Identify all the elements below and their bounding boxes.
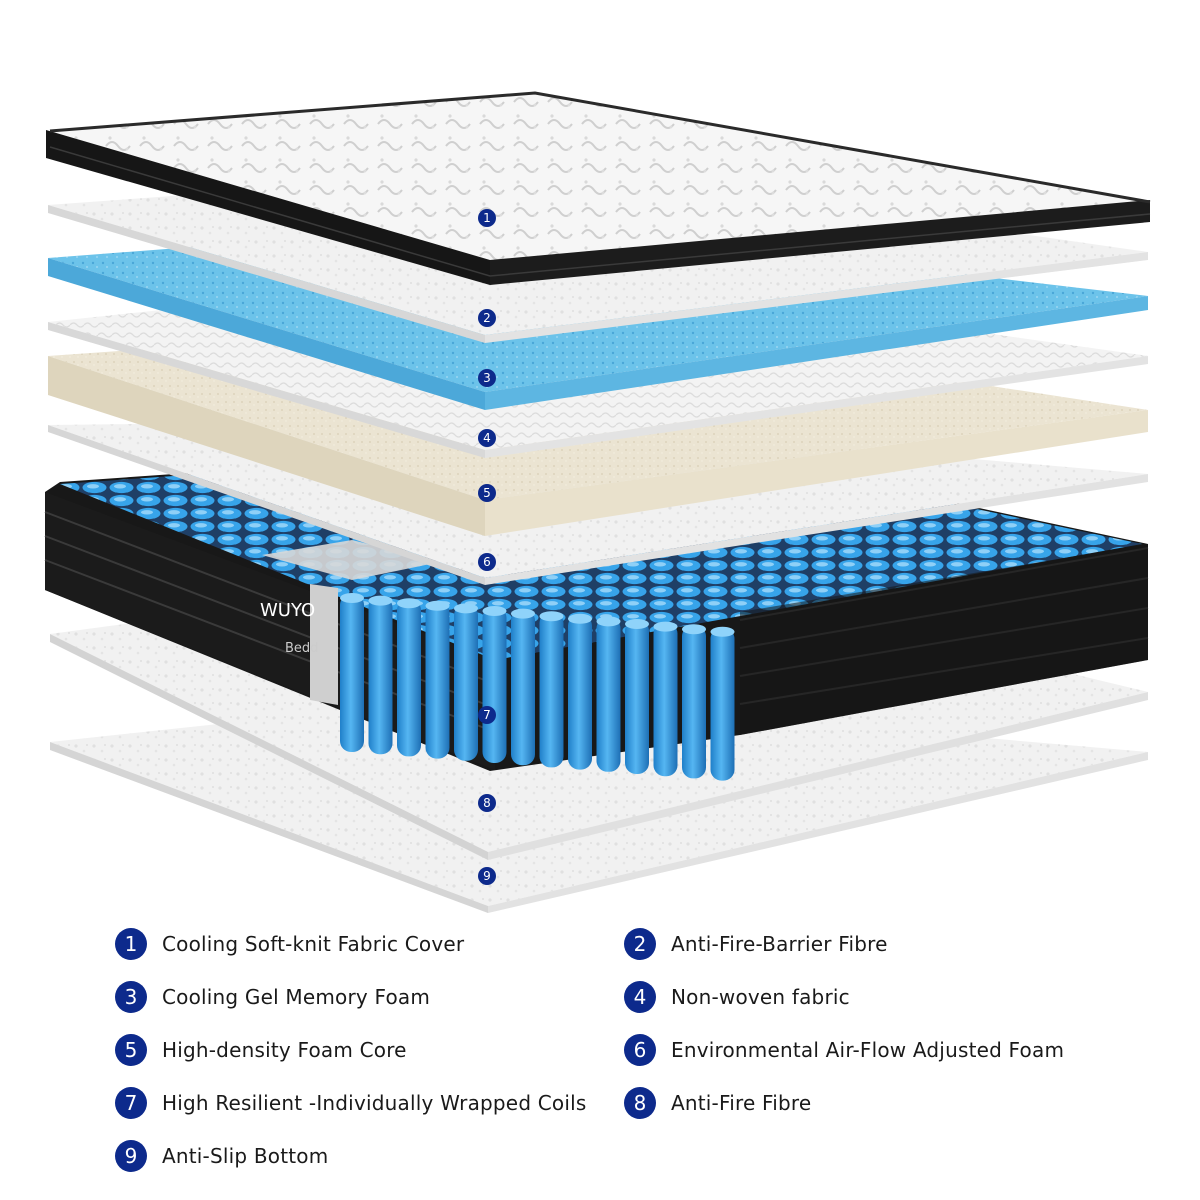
layer-marker-number: 9 xyxy=(483,869,491,883)
coil-column-cap xyxy=(483,606,507,616)
legend-badge-9: 9 xyxy=(115,1140,147,1172)
coil-column-cap xyxy=(597,616,621,626)
coil-column-cap xyxy=(454,603,478,613)
legend-badge-1: 1 xyxy=(115,928,147,960)
brand-logo-subtext: Bedd xyxy=(285,641,318,656)
coil-column xyxy=(340,594,364,752)
legend-item-9: 9 Anti-Slip Bottom xyxy=(115,1136,328,1176)
coil-column xyxy=(454,604,478,760)
coil-column xyxy=(397,599,421,756)
brand-logo-text: WUYO xyxy=(260,600,315,621)
coil-column-cap xyxy=(625,619,649,629)
legend-item-7: 7 High Resilient -Individually Wrapped C… xyxy=(115,1083,587,1123)
legend-label-2: Anti-Fire-Barrier Fibre xyxy=(671,932,888,956)
legend-badge-5: 5 xyxy=(115,1034,147,1066)
coil-column xyxy=(568,615,592,770)
layer-marker-number: 2 xyxy=(483,311,491,325)
coil-column-cap xyxy=(711,627,735,637)
layer-marker-number: 8 xyxy=(483,796,491,810)
legend-label-1: Cooling Soft-knit Fabric Cover xyxy=(162,932,464,956)
legend-item-1: 1 Cooling Soft-knit Fabric Cover xyxy=(115,924,464,964)
coil-column xyxy=(625,620,649,774)
legend-item-5: 5 High-density Foam Core xyxy=(115,1030,407,1070)
layer-marker-9: 9 xyxy=(478,867,496,885)
coil-column-cap xyxy=(369,596,393,606)
coil-column xyxy=(426,602,450,759)
layer-marker-number: 1 xyxy=(483,211,491,225)
coil-column xyxy=(597,617,621,771)
coil-column-cap xyxy=(340,593,364,603)
coil-column xyxy=(511,610,535,766)
coil-column xyxy=(540,612,564,767)
coil-column xyxy=(369,597,393,755)
legend-item-8: 8 Anti-Fire Fibre xyxy=(624,1083,811,1123)
legend-label-3: Cooling Gel Memory Foam xyxy=(162,985,430,1009)
layer-marker-number: 6 xyxy=(483,555,491,569)
legend-label-7: High Resilient -Individually Wrapped Coi… xyxy=(162,1091,587,1115)
layer-marker-number: 5 xyxy=(483,486,491,500)
legend-label-4: Non-woven fabric xyxy=(671,985,850,1009)
legend-badge-3: 3 xyxy=(115,981,147,1013)
layer-marker-5: 5 xyxy=(478,484,496,502)
layer-marker-2: 2 xyxy=(478,309,496,327)
layer-marker-3: 3 xyxy=(478,369,496,387)
legend-label-8: Anti-Fire Fibre xyxy=(671,1091,811,1115)
layer-marker-7: 7 xyxy=(478,706,496,724)
coil-column-cap xyxy=(654,622,678,632)
mattress-layer-diagram: WUYO Bedd 1 2 3 4 5 6 7 8 9 xyxy=(0,0,1200,920)
legend-item-6: 6 Environmental Air-Flow Adjusted Foam xyxy=(624,1030,1064,1070)
coil-column-cap xyxy=(540,611,564,621)
layer-marker-6: 6 xyxy=(478,553,496,571)
layer-marker-4: 4 xyxy=(478,429,496,447)
legend-badge-7: 7 xyxy=(115,1087,147,1119)
coil-column xyxy=(711,628,735,781)
layer-marker-number: 4 xyxy=(483,431,491,445)
coil-column xyxy=(483,607,507,763)
coil-column-cap xyxy=(511,609,535,619)
layer-marker-number: 3 xyxy=(483,371,491,385)
layer-marker-8: 8 xyxy=(478,794,496,812)
layer-marker-number: 7 xyxy=(483,708,491,722)
coil-column-cap xyxy=(568,614,592,624)
legend-label-5: High-density Foam Core xyxy=(162,1038,407,1062)
legend-item-2: 2 Anti-Fire-Barrier Fibre xyxy=(624,924,888,964)
coil-column xyxy=(682,625,706,778)
legend: 1 Cooling Soft-knit Fabric Cover 2 Anti-… xyxy=(0,920,1200,1200)
legend-item-3: 3 Cooling Gel Memory Foam xyxy=(115,977,430,1017)
legend-label-9: Anti-Slip Bottom xyxy=(162,1144,328,1168)
layer-marker-1: 1 xyxy=(478,209,496,227)
coil-column xyxy=(654,623,678,777)
legend-item-4: 4 Non-woven fabric xyxy=(624,977,850,1017)
legend-badge-4: 4 xyxy=(624,981,656,1013)
coil-column-cap xyxy=(426,601,450,611)
legend-badge-6: 6 xyxy=(624,1034,656,1066)
coil-column-cap xyxy=(682,624,706,634)
legend-label-6: Environmental Air-Flow Adjusted Foam xyxy=(671,1038,1064,1062)
coil-column-cap xyxy=(397,598,421,608)
legend-badge-8: 8 xyxy=(624,1087,656,1119)
legend-badge-2: 2 xyxy=(624,928,656,960)
